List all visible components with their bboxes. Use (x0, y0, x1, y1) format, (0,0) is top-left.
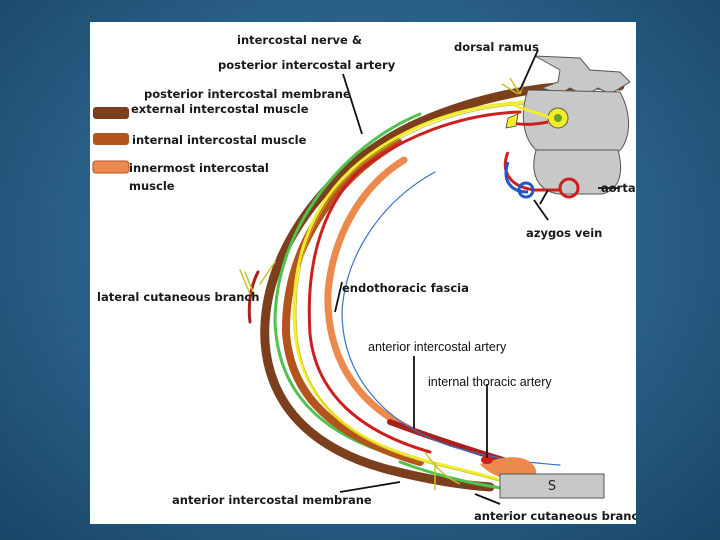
label-anterior-intercostal-artery: anterior intercostal artery (368, 340, 507, 354)
innermost-intercostal-muscle (324, 156, 412, 432)
label-intercostal-nerve: intercostal nerve & (237, 33, 362, 47)
internal-thoracic-artery (481, 456, 493, 464)
azygos-vessel (504, 161, 529, 194)
label-anterior-cutaneous-branch: anterior cutaneous branch (474, 509, 636, 523)
posterior-intercostal-artery (307, 110, 522, 454)
anterior-structures: S (424, 451, 605, 499)
legend-swatch-external (93, 107, 129, 119)
external-intercostal-muscle (260, 80, 625, 492)
label-anterior-intercostal-membrane: anterior intercostal membrane (172, 493, 372, 507)
labels: intercostal nerve & posterior intercosta… (97, 33, 636, 523)
leader-lines (334, 49, 620, 505)
lateral-cutaneous-branch (239, 261, 276, 298)
label-innermost-intercostal-1: innermost intercostal (129, 161, 269, 175)
label-external-intercostal-muscle: external intercostal muscle (131, 102, 309, 116)
label-internal-thoracic-artery: internal thoracic artery (428, 375, 552, 389)
aorta (558, 177, 580, 199)
label-dorsal-ramus: dorsal ramus (454, 40, 539, 54)
intercostal-space-diagram: S intercostal nerve & posterior intercos… (92, 33, 636, 523)
endothoracic-fascia (341, 171, 561, 466)
azygos-vein (517, 181, 535, 199)
sternum-label: S (548, 479, 556, 494)
aorta-vessel (503, 151, 560, 192)
anterior-cutaneous-branch (424, 451, 461, 490)
great-vessels (503, 151, 580, 199)
sternum (499, 473, 605, 499)
internal-intercostal-muscle (281, 138, 424, 466)
diagram-slide: S intercostal nerve & posterior intercos… (90, 22, 636, 524)
posterior-intercostal-membrane (273, 112, 422, 456)
label-internal-intercostal-muscle: internal intercostal muscle (132, 133, 307, 147)
label-endothoracic-fascia: endothoracic fascia (342, 281, 469, 295)
label-aorta: aorta (601, 181, 636, 195)
label-lateral-cutaneous-branch: lateral cutaneous branch (97, 290, 259, 304)
legend-swatch-internal (93, 133, 129, 145)
chest-wall-layers (239, 80, 625, 494)
label-posterior-intercostal-artery: posterior intercostal artery (218, 58, 396, 72)
vertebra (501, 55, 631, 195)
label-innermost-intercostal-2: muscle (129, 179, 175, 193)
label-azygos-vein: azygos vein (526, 226, 602, 240)
lateral-branch-artery (247, 270, 260, 324)
legend-swatch-innermost (92, 160, 130, 174)
intercostal-nerve (292, 100, 532, 482)
label-posterior-intercostal-membrane: posterior intercostal membrane (144, 87, 351, 101)
